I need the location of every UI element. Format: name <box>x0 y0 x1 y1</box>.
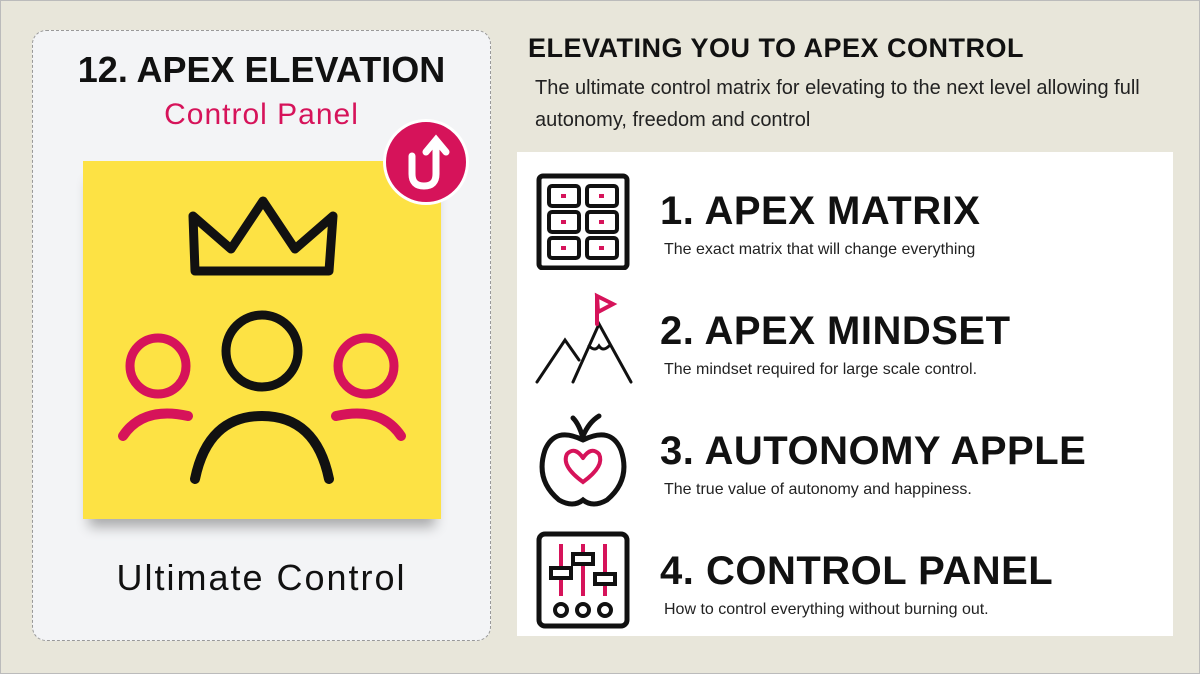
item-title: 2. APEX MINDSET <box>660 309 1011 353</box>
u-turn-up-arrow-icon <box>408 134 450 190</box>
card-subtitle: Control Panel <box>164 98 359 131</box>
list-item-apex-matrix: 1. APEX MATRIX The exact matrix that wil… <box>517 162 1173 272</box>
apple-heart-icon <box>539 413 627 507</box>
item-title: 1. APEX MATRIX <box>660 189 981 233</box>
mountain-flag-icon <box>535 292 633 384</box>
header-description: The ultimate control matrix for elevatin… <box>535 77 1140 131</box>
item-description: The mindset required for large scale con… <box>664 361 978 378</box>
header-title: ELEVATING YOU TO APEX CONTROL <box>528 33 1025 63</box>
item-title: 4. CONTROL PANEL <box>660 549 1054 593</box>
sticky-note <box>83 161 441 519</box>
item-title: 3. AUTONOMY APPLE <box>660 429 1087 473</box>
list-item-control-panel: 4. CONTROL PANEL How to control everythi… <box>517 522 1173 632</box>
matrix-grid-icon <box>536 173 630 270</box>
items-panel: 1. APEX MATRIX The exact matrix that wil… <box>517 152 1173 636</box>
left-card: 12. APEX ELEVATION Control Panel Ultimat… <box>32 30 491 641</box>
card-footer: Ultimate Control <box>116 557 407 598</box>
elevation-badge <box>383 119 469 205</box>
crown-team-icon <box>118 196 406 484</box>
item-description: How to control everything without burnin… <box>664 601 989 618</box>
card-title: 12. APEX ELEVATION <box>77 49 446 90</box>
item-description: The true value of autonomy and happiness… <box>664 481 972 498</box>
sliders-panel-icon <box>536 531 630 629</box>
item-description: The exact matrix that will change everyt… <box>664 241 976 258</box>
list-item-autonomy-apple: 3. AUTONOMY APPLE The true value of auto… <box>517 402 1173 512</box>
list-item-apex-mindset: 2. APEX MINDSET The mindset required for… <box>517 282 1173 392</box>
